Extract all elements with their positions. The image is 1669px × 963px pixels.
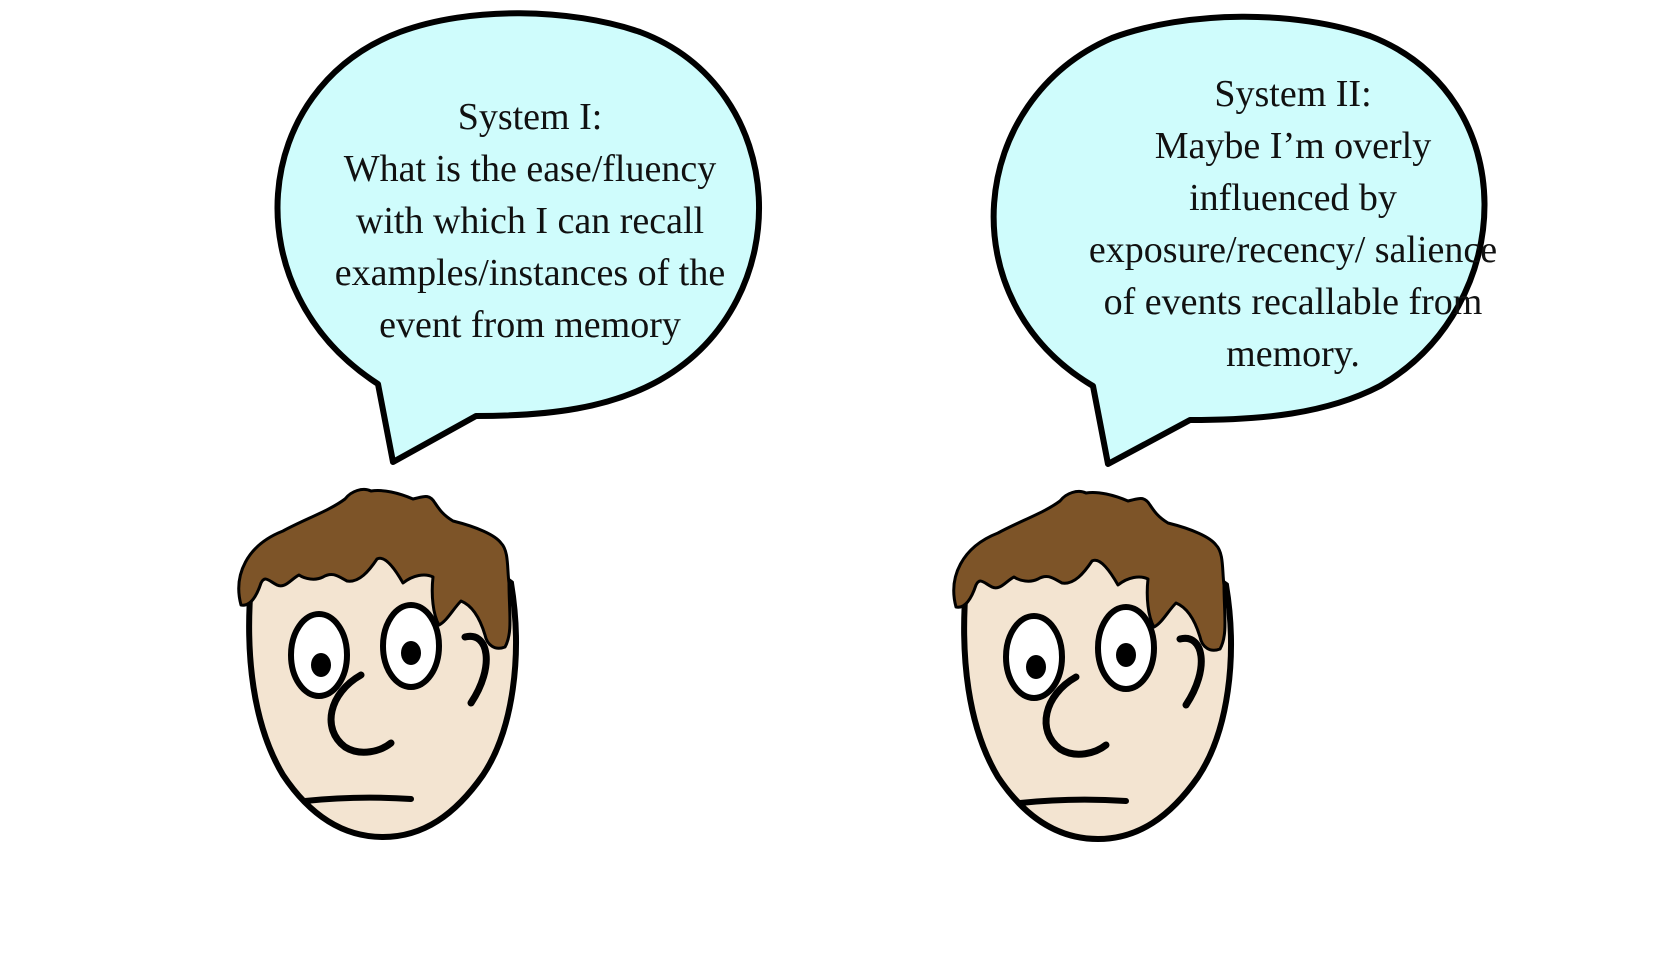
right-bubble-text: System II: Maybe I’m overly influenced b… xyxy=(1033,68,1553,380)
right-bubble-line: memory. xyxy=(1226,333,1360,375)
left-bubble-line: event from memory xyxy=(379,304,681,346)
left-bubble-line: examples/instances of the xyxy=(334,252,726,294)
right-bubble-line: of events recallable from xyxy=(1103,281,1483,323)
right-bubble-line: influenced by xyxy=(1189,177,1397,219)
left-bubble-text: System I: What is the ease/fluency with … xyxy=(270,91,790,351)
right-bubble-heading: System II: xyxy=(1214,73,1372,115)
left-worried-person-face-icon xyxy=(239,489,516,837)
right-bubble-line: Maybe I’m overly xyxy=(1154,125,1432,167)
right-speech-bubble xyxy=(990,13,1488,467)
right-bubble-line: exposure/recency/ salience xyxy=(1088,229,1498,271)
left-bubble-heading: System I: xyxy=(457,96,603,138)
right-worried-person-face-icon xyxy=(954,491,1231,839)
left-bubble-line: What is the ease/fluency xyxy=(343,148,717,190)
left-bubble-line: with which I can recall xyxy=(355,200,705,242)
left-speech-bubble xyxy=(274,10,762,465)
